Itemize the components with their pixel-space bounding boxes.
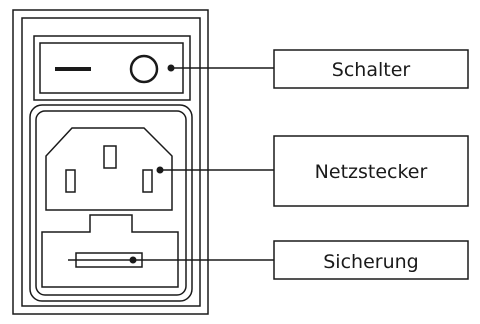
- connector-label-box: [273, 135, 469, 207]
- socket-pin-line: [65, 169, 76, 193]
- fuse-label: Sicherung: [323, 251, 418, 273]
- fuse-leader-dot: [129, 256, 137, 264]
- connector-leader-dot: [156, 166, 164, 174]
- switch-label: Schalter: [332, 59, 411, 81]
- connector-label: Netzstecker: [315, 161, 428, 183]
- switch-label-box: [273, 49, 469, 89]
- connector-frame-inner: [35, 110, 187, 296]
- iec-socket: [45, 127, 173, 211]
- socket-pin-earth: [103, 145, 117, 169]
- fuse-label-box: [273, 240, 469, 280]
- connector-frame-outer: [29, 104, 193, 302]
- module-housing-outer: [12, 9, 209, 315]
- module-housing-inner: [21, 17, 201, 307]
- switch-leader-dot: [167, 64, 175, 72]
- circle-icon: [129, 54, 159, 84]
- fuse-drawer: [41, 214, 179, 288]
- socket-pin-neutral: [142, 169, 153, 193]
